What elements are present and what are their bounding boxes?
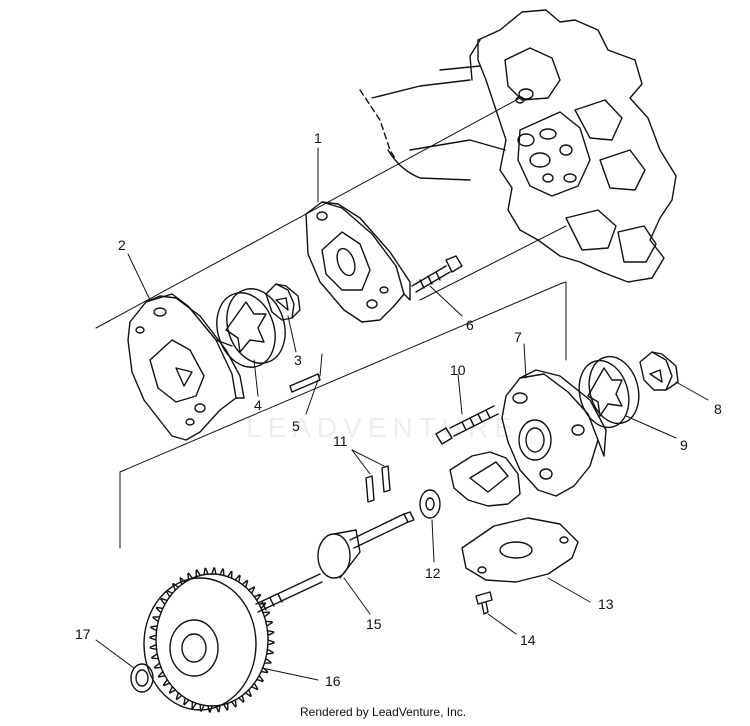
callout-15: 15 xyxy=(366,616,382,632)
callout-14: 14 xyxy=(520,632,536,648)
inner-rotor-part-3 xyxy=(266,284,300,320)
outer-rotor-part-9 xyxy=(572,351,646,433)
pump-body-part-2 xyxy=(128,294,244,440)
crankcase-housing xyxy=(360,10,676,282)
callout-4: 4 xyxy=(254,397,262,413)
outer-rotor-part-4 xyxy=(208,281,295,375)
callout-12: 12 xyxy=(425,565,441,581)
washer-part-17 xyxy=(131,664,153,692)
callout-3: 3 xyxy=(294,352,302,368)
drive-gear-part-16 xyxy=(144,574,268,710)
gear-teeth-path xyxy=(150,568,274,712)
watermark: LEADVENTURE xyxy=(246,412,519,443)
callout-7: 7 xyxy=(514,329,522,345)
assembly-frame xyxy=(120,282,566,548)
callout-9: 9 xyxy=(680,437,688,453)
callout-8: 8 xyxy=(714,401,722,417)
callout-11: 11 xyxy=(333,433,348,449)
gear-teeth xyxy=(150,568,274,712)
callout-1: 1 xyxy=(314,130,322,146)
gasket-part-13 xyxy=(462,518,578,582)
callout-2: 2 xyxy=(118,237,126,253)
pump-cover-part-7 xyxy=(450,370,606,506)
footer-credit: Rendered by LeadVenture, Inc. xyxy=(300,705,467,719)
bolt-part-6 xyxy=(412,256,462,292)
drive-pin-part-5 xyxy=(290,374,320,392)
upper-centerline xyxy=(96,98,566,328)
inner-rotor-part-8 xyxy=(640,352,678,390)
washer-part-12 xyxy=(420,490,440,518)
callout-6: 6 xyxy=(466,317,474,333)
pump-shaft-part-15 xyxy=(256,512,414,612)
callout-17: 17 xyxy=(75,626,91,642)
pump-plate-part-1 xyxy=(306,202,410,322)
callout-10: 10 xyxy=(450,362,466,378)
leader-lines xyxy=(96,148,708,680)
callout-13: 13 xyxy=(598,596,614,612)
dowel-pins-part-11 xyxy=(366,466,390,502)
callout-5: 5 xyxy=(292,418,300,434)
screw-part-14 xyxy=(476,592,492,614)
bolt-part-10 xyxy=(436,406,498,444)
callout-16: 16 xyxy=(325,673,341,689)
